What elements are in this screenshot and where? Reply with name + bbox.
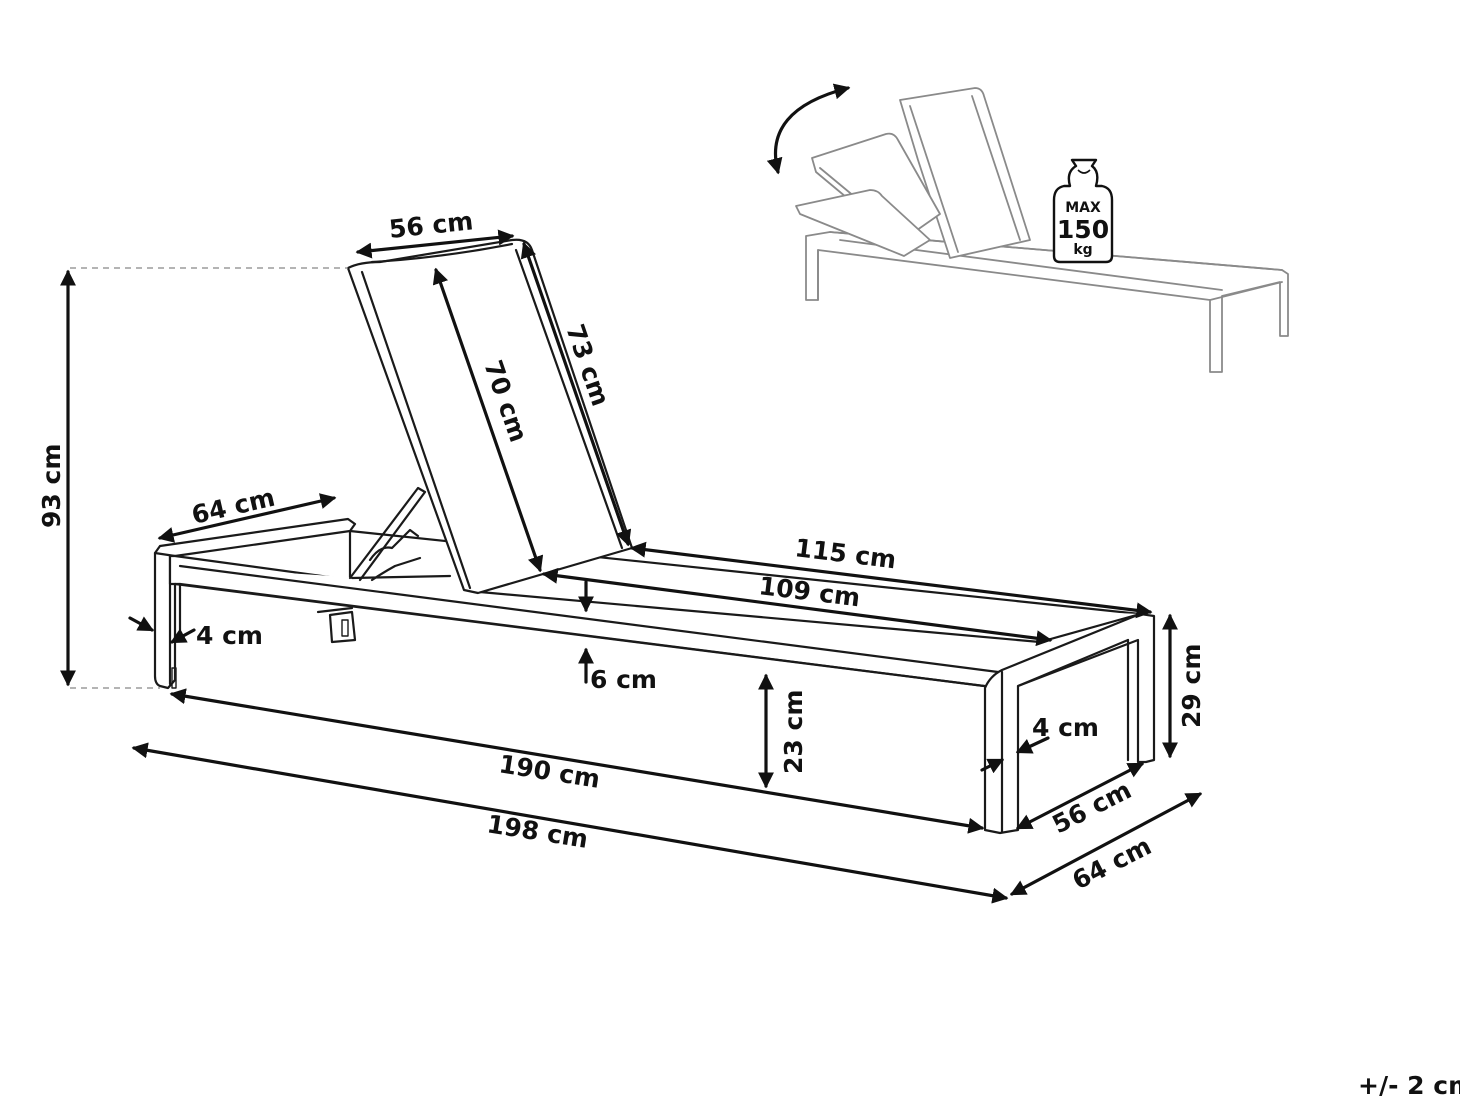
- badge-weight-value: 150: [1057, 215, 1109, 244]
- weight-kettlebell-icon: MAX 150 kg: [1052, 158, 1114, 264]
- rotate-arrow-icon: [766, 83, 851, 175]
- label-frame-thickness-left: 4 cm: [196, 621, 263, 650]
- label-total-height: 93 cm: [37, 444, 66, 528]
- recline-inset: MAX 150 kg: [766, 83, 1289, 373]
- label-frame-thickness-right: 4 cm: [1032, 713, 1099, 742]
- label-total-length: 198 cm: [485, 809, 590, 854]
- lounger-drawing: [153, 238, 1156, 835]
- dimension-lines: [60, 229, 1203, 904]
- label-backrest-width: 56 cm: [388, 206, 475, 244]
- badge-weight-unit: kg: [1073, 242, 1092, 258]
- foot-frame-end: [983, 612, 1156, 835]
- tolerance-note: +/- 2 cm: [1358, 1071, 1460, 1096]
- label-seat-depth: 6 cm: [590, 665, 657, 694]
- adjuster-mechanism: [348, 486, 427, 582]
- label-seat-length-outer: 115 cm: [793, 533, 898, 574]
- badge-max-label: MAX: [1065, 200, 1101, 216]
- label-inner-width: 56 cm: [1048, 775, 1136, 839]
- label-seat-height: 23 cm: [779, 690, 808, 774]
- headrest-rail: [153, 517, 357, 558]
- label-inner-length: 190 cm: [497, 749, 602, 794]
- label-leg-height: 29 cm: [1177, 644, 1206, 728]
